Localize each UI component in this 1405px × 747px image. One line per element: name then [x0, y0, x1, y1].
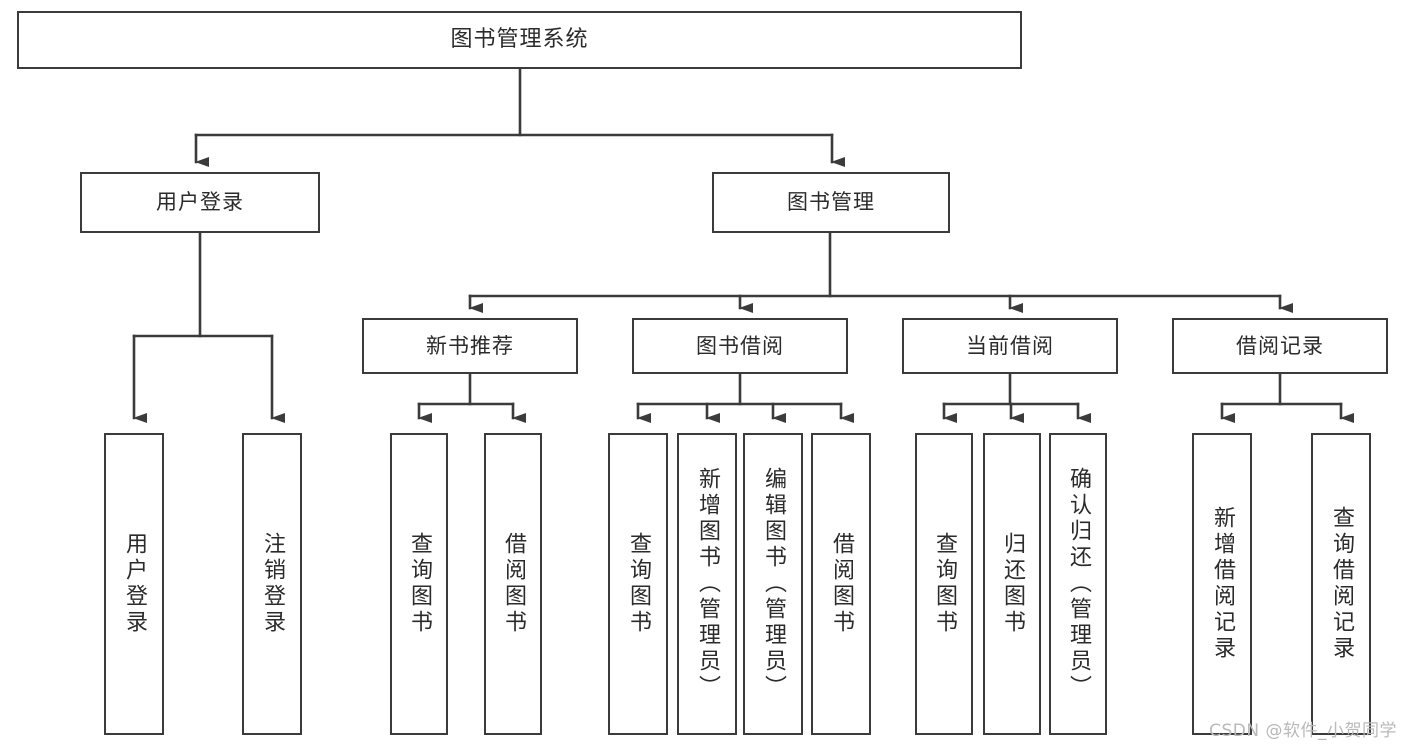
- node-label: 用户登录: [156, 190, 244, 215]
- node-user-login[interactable]: 用户登录: [80, 172, 320, 233]
- node-label: 用户登录: [122, 532, 147, 636]
- leaf-records-query-record[interactable]: 查询借阅记录: [1311, 433, 1371, 735]
- node-label: 归还图书: [1000, 532, 1025, 636]
- node-borrow-records[interactable]: 借阅记录: [1172, 318, 1388, 374]
- leaf-records-add-record[interactable]: 新增借阅记录: [1192, 433, 1252, 735]
- node-new-book-recommendation[interactable]: 新书推荐: [362, 318, 578, 374]
- node-label: 编辑图书（管理员）: [761, 467, 786, 701]
- node-label: 查询图书: [626, 532, 651, 636]
- leaf-borrow-query-book[interactable]: 查询图书: [608, 433, 668, 735]
- node-root-system[interactable]: 图书管理系统: [17, 11, 1022, 69]
- node-label: 借阅记录: [1236, 333, 1324, 358]
- node-label: 查询图书: [932, 532, 957, 636]
- csdn-watermark: CSDN @软件_小贺同学: [1209, 721, 1397, 741]
- leaf-borrow-borrow-book[interactable]: 借阅图书: [811, 433, 871, 735]
- node-label: 新增图书（管理员）: [695, 467, 720, 701]
- leaf-new-book-borrow[interactable]: 借阅图书: [484, 433, 542, 735]
- node-label: 查询借阅记录: [1329, 506, 1354, 662]
- node-label: 借阅图书: [829, 532, 854, 636]
- node-label: 注销登录: [260, 532, 285, 636]
- node-label: 新增借阅记录: [1210, 506, 1235, 662]
- leaf-user-login-signout[interactable]: 注销登录: [242, 433, 302, 735]
- node-label: 当前借阅: [966, 333, 1054, 358]
- node-label: 图书借阅: [696, 333, 784, 358]
- leaf-user-login-signin[interactable]: 用户登录: [104, 433, 164, 735]
- node-label: 新书推荐: [426, 333, 514, 358]
- leaf-borrow-add-book-admin[interactable]: 新增图书（管理员）: [677, 433, 737, 735]
- leaf-borrow-edit-book-admin[interactable]: 编辑图书（管理员）: [743, 433, 803, 735]
- node-label: 确认归还（管理员）: [1066, 467, 1091, 701]
- node-label: 借阅图书: [501, 532, 526, 636]
- node-label: 图书管理系统: [450, 27, 589, 53]
- node-book-management[interactable]: 图书管理: [712, 172, 950, 233]
- leaf-new-book-query[interactable]: 查询图书: [390, 433, 448, 735]
- node-label: 图书管理: [787, 190, 875, 215]
- leaf-current-confirm-return-admin[interactable]: 确认归还（管理员）: [1049, 433, 1107, 735]
- node-label: 查询图书: [407, 532, 432, 636]
- leaf-current-query-book[interactable]: 查询图书: [915, 433, 973, 735]
- node-book-borrowing[interactable]: 图书借阅: [632, 318, 848, 374]
- node-current-borrowing[interactable]: 当前借阅: [902, 318, 1118, 374]
- leaf-current-return-book[interactable]: 归还图书: [983, 433, 1041, 735]
